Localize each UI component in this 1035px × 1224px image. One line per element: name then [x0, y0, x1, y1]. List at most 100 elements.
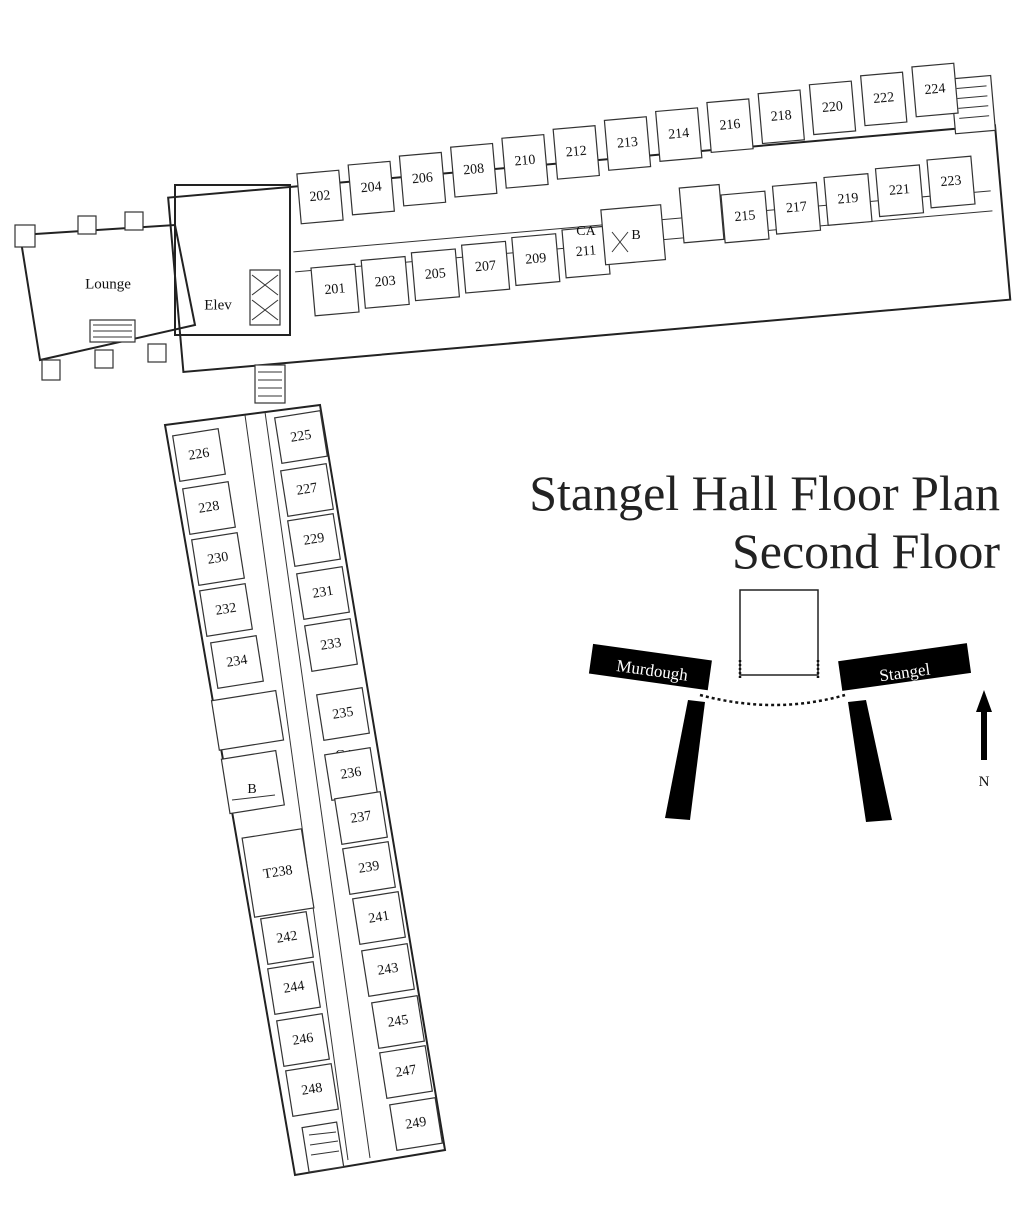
room-239: 239: [341, 840, 397, 896]
connector: Elev: [174, 184, 291, 404]
room-245: 245: [370, 994, 426, 1050]
elevator-label: Elev: [204, 297, 232, 313]
room-number: 213: [616, 135, 638, 152]
room-202: 202: [296, 169, 344, 225]
room-number: 245: [386, 1013, 409, 1031]
room-number: 217: [785, 200, 807, 217]
room-229: 229: [286, 512, 342, 568]
room-number: 239: [357, 859, 380, 877]
room-number: 211: [575, 243, 597, 260]
room-number: 226: [187, 446, 210, 464]
room-242: 242: [259, 910, 315, 966]
room-212: 212: [552, 125, 600, 180]
room-228: 228: [181, 480, 237, 536]
room-209: 209: [511, 233, 561, 287]
room-number: 204: [360, 179, 382, 196]
room-number: T238: [262, 863, 294, 882]
west-wing-outline: [163, 403, 447, 1177]
room-208: 208: [450, 142, 498, 198]
room-224: 224: [911, 62, 959, 118]
room-number: 248: [300, 1081, 323, 1099]
north-label: N: [979, 774, 990, 790]
room-210: 210: [501, 133, 549, 189]
ca-north-label: CA: [576, 224, 596, 239]
room-225: 225: [273, 409, 329, 465]
room-233: 233: [303, 617, 359, 673]
room-241: 241: [351, 890, 407, 946]
room-207: 207: [460, 240, 511, 294]
room-number: 231: [311, 584, 334, 602]
room-number: 228: [197, 499, 220, 517]
room-205: 205: [410, 248, 461, 302]
room-number: 229: [302, 531, 325, 549]
restroom-west: [210, 689, 285, 751]
room-number: 233: [319, 636, 342, 654]
lounge: Lounge: [14, 211, 197, 381]
stair-south: [301, 1121, 345, 1173]
room-number: 232: [214, 601, 237, 619]
room-221: 221: [874, 164, 925, 218]
room-234: 234: [209, 634, 265, 690]
room-number: 205: [424, 266, 446, 283]
title-line-1: Stangel Hall Floor Plan: [529, 465, 1000, 521]
room-number: 212: [565, 144, 587, 161]
room-232: 232: [198, 582, 254, 638]
elevator: [249, 269, 281, 326]
room-number: 234: [225, 653, 248, 671]
room-214: 214: [655, 107, 703, 162]
room-217: 217: [771, 181, 822, 235]
room-220: 220: [808, 80, 857, 136]
room-number: 219: [837, 191, 859, 208]
room-number: 220: [821, 99, 843, 116]
room-230: 230: [190, 531, 246, 587]
room-236: 236: [323, 746, 379, 802]
room-235: 235: [315, 686, 371, 742]
room-number: 221: [888, 182, 910, 199]
stair-center: [254, 364, 286, 404]
room-204: 204: [347, 160, 395, 216]
room-226: 226: [171, 427, 227, 483]
room-243: 243: [360, 942, 416, 998]
key-map-murdough-block: [588, 643, 712, 691]
room-number: 202: [309, 188, 331, 205]
room-215: 215: [720, 190, 770, 244]
room-number: 249: [404, 1115, 427, 1133]
bath-west-label: B: [247, 782, 256, 797]
room-237: 237: [333, 790, 389, 846]
key-map-stangel-leg: [848, 700, 892, 822]
room-T238: T238: [241, 828, 315, 918]
key-map-stangel-block: [838, 643, 972, 691]
bath-west: [220, 749, 286, 815]
room-number: 230: [206, 550, 229, 568]
room-213: 213: [603, 116, 652, 171]
room-number: 203: [374, 274, 396, 291]
room-number: 241: [367, 909, 390, 927]
room-number: 209: [525, 251, 547, 268]
bath-north-label: B: [631, 228, 640, 243]
room-number: 208: [463, 162, 485, 179]
room-206: 206: [398, 151, 447, 207]
room-number: 247: [394, 1063, 417, 1081]
room-number: 218: [770, 108, 792, 125]
room-number: 214: [668, 126, 690, 143]
room-number: 206: [411, 170, 433, 187]
north-arrow-icon: [976, 690, 992, 760]
room-223: 223: [926, 155, 976, 209]
key-map-center-block: [739, 589, 819, 676]
lounge-outline: [18, 223, 197, 362]
room-247: 247: [378, 1044, 434, 1100]
room-number: 235: [331, 705, 354, 723]
room-number: 237: [349, 809, 372, 827]
room-number: 207: [474, 259, 496, 276]
room-number: 216: [719, 117, 741, 134]
room-222: 222: [860, 71, 908, 127]
room-number: 225: [289, 428, 312, 446]
room-218: 218: [757, 89, 805, 145]
room-216: 216: [706, 98, 754, 154]
room-231: 231: [295, 565, 351, 621]
key-map-link: [699, 693, 846, 707]
room-248: 248: [284, 1062, 340, 1118]
room-number: 224: [924, 81, 946, 98]
